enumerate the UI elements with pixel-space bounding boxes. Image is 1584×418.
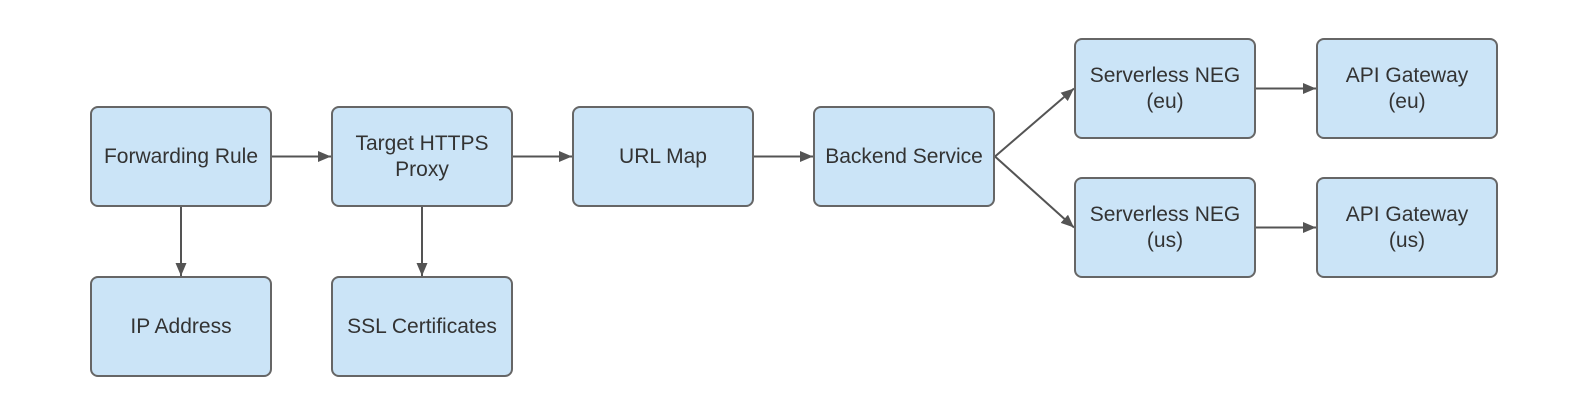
node-label: URL Map (619, 144, 707, 168)
node-serverless-neg-eu: Serverless NEG (eu) (1074, 38, 1256, 139)
node-label: Serverless NEG (us) (1089, 202, 1241, 252)
node-label: Backend Service (825, 144, 983, 168)
node-url-map: URL Map (572, 106, 754, 207)
node-label: API Gateway (eu) (1345, 63, 1469, 113)
node-forwarding-rule: Forwarding Rule (90, 106, 272, 207)
node-label: API Gateway (us) (1345, 202, 1469, 252)
node-api-gateway-us: API Gateway (us) (1316, 177, 1498, 278)
node-label: Forwarding Rule (103, 144, 259, 168)
node-label: IP Address (130, 314, 232, 338)
node-serverless-neg-us: Serverless NEG (us) (1074, 177, 1256, 278)
node-backend-service: Backend Service (813, 106, 995, 207)
node-api-gateway-eu: API Gateway (eu) (1316, 38, 1498, 139)
edge-backend-service-to-serverless-neg-us (994, 155, 1075, 229)
node-ssl-certificates: SSL Certificates (331, 276, 513, 377)
node-label: SSL Certificates (347, 314, 497, 338)
node-target-https-proxy: Target HTTPS Proxy (331, 106, 513, 207)
node-label: Target HTTPS Proxy (355, 131, 489, 181)
node-ip-address: IP Address (90, 276, 272, 377)
node-label: Serverless NEG (eu) (1089, 63, 1241, 113)
edge-backend-service-to-serverless-neg-eu (994, 87, 1075, 158)
